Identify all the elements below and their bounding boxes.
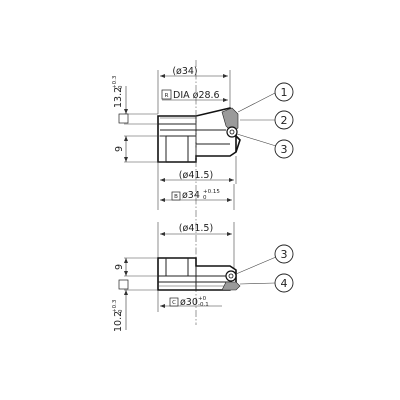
part-balloons: 1 2 3 3 4 bbox=[235, 82, 294, 293]
upper-top-width-label: (ø34) bbox=[172, 66, 197, 77]
upper-stack-height-tol-lower: 0 bbox=[118, 85, 124, 89]
upper-stack-height-tol-upper: +0.3 bbox=[112, 75, 118, 89]
lower-insertion-depth-label: 9 bbox=[114, 264, 125, 270]
frame-bore-dimension: B ø34 +0.15 0 bbox=[157, 184, 235, 210]
upper-assembly: (ø34) R DIA ø28.6 13.2 +0.3 0 bbox=[112, 66, 241, 184]
lower-crown-race-marker-box bbox=[169, 297, 179, 307]
upper-stack-height-marker-box bbox=[118, 113, 129, 124]
upper-bearing-ball bbox=[226, 126, 238, 138]
upper-stack-height-value: 13.2 bbox=[113, 87, 124, 108]
svg-text:3: 3 bbox=[281, 143, 288, 156]
upper-seal-section bbox=[221, 107, 239, 133]
lower-assembly: (ø41.5) 9 10.2 +0.3 0 bbox=[112, 222, 241, 332]
upper-insertion-depth-label: 9 bbox=[114, 146, 125, 152]
svg-text:1: 1 bbox=[281, 86, 288, 99]
upper-crown-race-label: DIA ø28.6 bbox=[173, 90, 220, 101]
lower-crown-race-marker: C bbox=[172, 300, 176, 306]
svg-text:2: 2 bbox=[281, 114, 288, 127]
upper-crown-race-marker-box bbox=[161, 89, 172, 100]
frame-bore-marker: B bbox=[174, 194, 178, 200]
upper-cup-outline bbox=[157, 107, 237, 163]
balloon-1 bbox=[274, 82, 294, 102]
frame-bore-value: ø34 bbox=[182, 190, 200, 201]
frame-bore-tol-lower: 0 bbox=[203, 195, 207, 201]
frame-bore-tol-upper: +0.15 bbox=[203, 189, 220, 195]
lower-stack-height-tol-lower: 0 bbox=[118, 309, 124, 313]
svg-text:3: 3 bbox=[281, 248, 288, 261]
lower-crown-race-value: ø30 bbox=[180, 297, 198, 308]
frame-bore-marker-box bbox=[171, 191, 181, 201]
lower-stack-height-tol-upper: +0.3 bbox=[112, 299, 118, 313]
balloon-3-upper bbox=[274, 139, 294, 159]
lower-crown-race-tol-lower: -0.1 bbox=[198, 302, 209, 308]
upper-crown-race-marker: R bbox=[165, 93, 169, 99]
lower-crown-race-section bbox=[221, 281, 241, 291]
balloon-3-lower bbox=[274, 244, 294, 264]
balloon-2 bbox=[274, 110, 294, 130]
lower-top-width-label: (ø41.5) bbox=[179, 223, 213, 234]
balloon-4 bbox=[274, 273, 294, 293]
svg-text:4: 4 bbox=[281, 277, 288, 290]
lower-bearing-ball bbox=[225, 270, 237, 282]
lower-crown-race-tol-upper: +0 bbox=[198, 296, 207, 302]
lower-stack-height-value: 10.2 bbox=[113, 311, 124, 332]
lower-stack-height-marker-box bbox=[118, 279, 129, 290]
lower-cup-outline bbox=[157, 257, 237, 291]
